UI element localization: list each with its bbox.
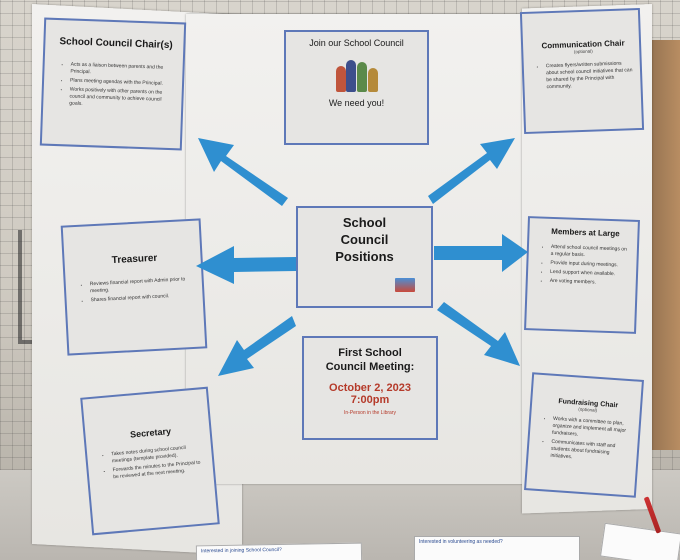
positions-line: Positions bbox=[335, 249, 394, 264]
arrow-right-icon bbox=[434, 234, 528, 272]
card-council-positions: School Council Positions bbox=[296, 206, 433, 308]
meeting-title: First School bbox=[338, 347, 402, 359]
clipart-icon bbox=[395, 278, 415, 292]
card-join-council: Join our School Council We need you! bbox=[284, 30, 429, 145]
arrow-up-right-icon bbox=[428, 138, 515, 204]
meeting-time: 7:00pm bbox=[350, 394, 390, 406]
arrow-down-left-icon bbox=[218, 316, 296, 376]
meeting-location: In-Person in the Library bbox=[344, 410, 396, 416]
signup-sheet-joining: Interested in joining School Council? bbox=[195, 542, 363, 560]
positions-line: Council bbox=[340, 232, 389, 247]
card-title: Join our School Council bbox=[309, 38, 404, 48]
positions-line: School bbox=[342, 215, 387, 230]
signup-sheet-volunteering: Interested in volunteering as needed? bbox=[414, 536, 580, 560]
card-first-meeting: First School Council Meeting: October 2,… bbox=[302, 336, 438, 440]
arrow-down-right-icon bbox=[437, 302, 520, 366]
tagline: We need you! bbox=[328, 98, 385, 108]
people-icon bbox=[334, 54, 380, 92]
arrow-up-left-icon bbox=[198, 138, 288, 206]
meeting-title: Council Meeting: bbox=[325, 361, 415, 373]
meeting-date: October 2, 2023 bbox=[329, 382, 411, 394]
arrow-left-icon bbox=[196, 246, 296, 284]
